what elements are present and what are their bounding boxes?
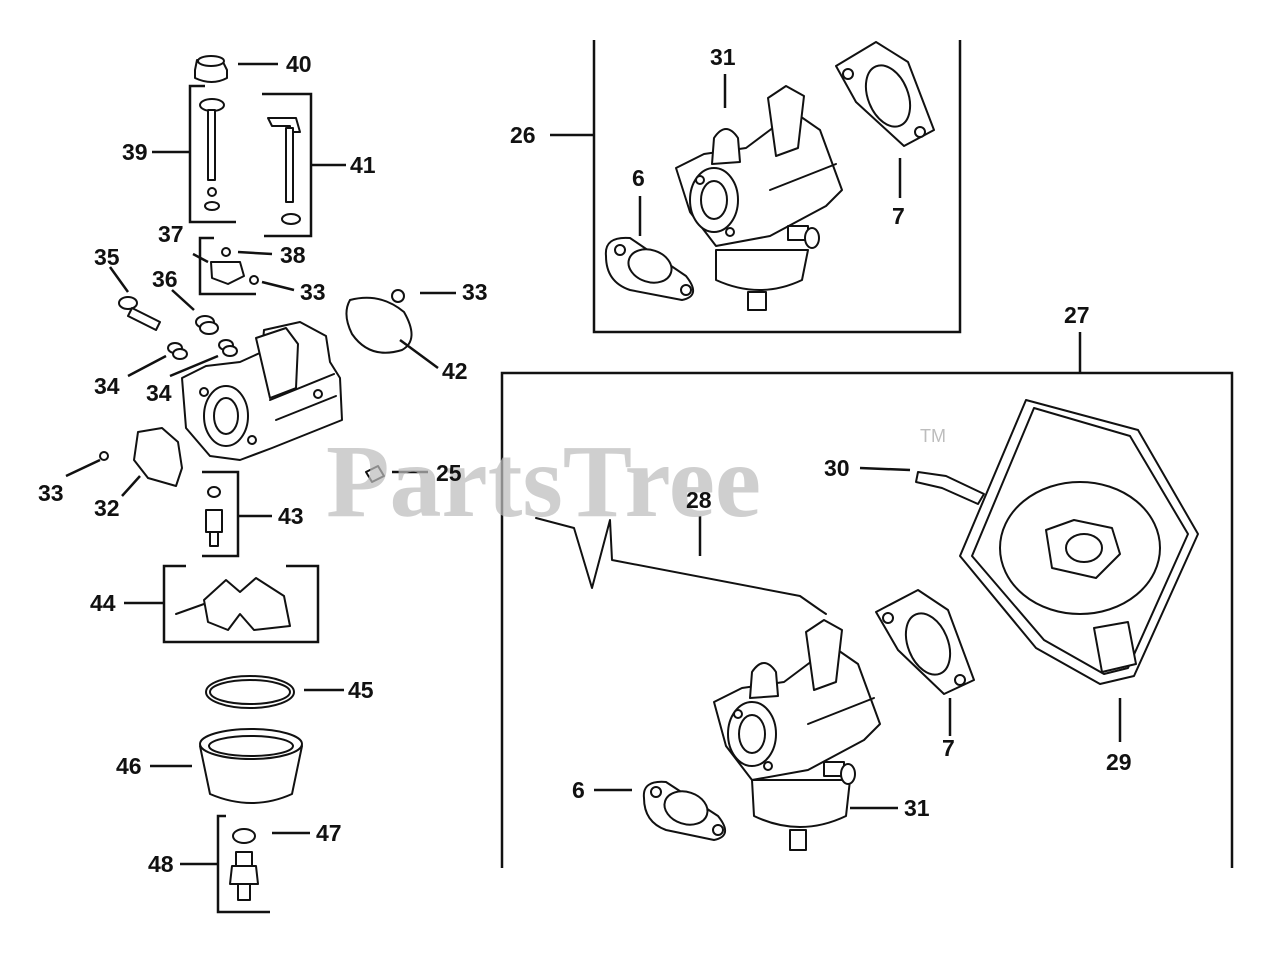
callout-40: 40 (286, 51, 312, 77)
part-36-spring (195, 315, 219, 335)
part-48-drain-screw (216, 814, 270, 914)
assembly-27-frame (500, 371, 1234, 868)
part-32-cover (99, 427, 183, 487)
callout-34-a: 34 (94, 373, 120, 399)
callout-37: 37 (158, 221, 184, 247)
leader-38 (237, 250, 273, 256)
callout-42: 42 (442, 358, 468, 384)
watermark-brand: PartsTree (326, 424, 761, 539)
part-37-38-kit (198, 236, 259, 296)
callout-35: 35 (94, 244, 120, 270)
callout-6-a: 6 (632, 165, 645, 191)
leader-34b (169, 354, 219, 378)
callout-38: 38 (280, 242, 306, 268)
assembly-26-frame (592, 40, 962, 334)
leader-34a (127, 354, 167, 378)
callout-31-b: 31 (904, 795, 930, 821)
part-7-gasket-bottom (875, 589, 975, 695)
part-40-grommet (194, 55, 228, 83)
callout-44: 44 (90, 590, 116, 616)
callout-47: 47 (316, 820, 342, 846)
watermark-trademark: TM (920, 426, 946, 446)
leader-30 (859, 466, 911, 472)
leader-33c (65, 458, 101, 478)
part-41-choke-shaft (262, 92, 313, 238)
part-6-gasket-bottom (642, 780, 726, 841)
part-31-carburetor-top (675, 85, 843, 311)
part-35-idle-screw (118, 296, 161, 331)
callout-7-b: 7 (942, 735, 955, 761)
callout-36: 36 (152, 266, 178, 292)
callout-25: 25 (436, 460, 462, 486)
part-43-jet (202, 470, 240, 558)
callout-43: 43 (278, 503, 304, 529)
part-42-plate (345, 289, 413, 354)
leader-33a (261, 280, 295, 292)
callout-34-b: 34 (146, 380, 172, 406)
part-25-screw (365, 465, 385, 483)
part-45-o-ring (205, 675, 295, 709)
part-7-gasket-top (835, 41, 935, 147)
part-carburetor-body (181, 321, 343, 461)
callout-41: 41 (350, 152, 376, 178)
leader-32 (121, 475, 141, 497)
callout-33-c: 33 (38, 480, 64, 506)
part-34-springs (167, 339, 238, 360)
callout-29: 29 (1106, 749, 1132, 775)
callout-39: 39 (122, 139, 148, 165)
callout-33-b: 33 (462, 279, 488, 305)
callout-27: 27 (1064, 302, 1090, 328)
part-6-gasket-top (604, 236, 694, 301)
leader-35 (108, 266, 130, 293)
callout-28: 28 (686, 487, 712, 513)
part-29-air-cleaner-base (959, 399, 1199, 685)
leader-37 (192, 252, 209, 264)
part-28-throttle-link (535, 517, 827, 615)
callout-7-a: 7 (892, 203, 905, 229)
part-31-carburetor-bottom (713, 619, 881, 851)
callout-33-a: 33 (300, 279, 326, 305)
callout-46: 46 (116, 753, 142, 779)
part-39-throttle-shaft (188, 84, 236, 224)
part-30-screw (915, 471, 985, 505)
callout-48: 48 (148, 851, 174, 877)
callout-32: 32 (94, 495, 120, 521)
callout-31-a: 31 (710, 44, 736, 70)
part-46-float-bowl (199, 728, 303, 804)
callout-6-b: 6 (572, 777, 585, 803)
callout-26: 26 (510, 122, 536, 148)
callout-30: 30 (824, 455, 850, 481)
callout-45: 45 (348, 677, 374, 703)
part-44-float (162, 564, 320, 644)
leader-42 (399, 338, 439, 370)
leader-36 (171, 289, 195, 311)
